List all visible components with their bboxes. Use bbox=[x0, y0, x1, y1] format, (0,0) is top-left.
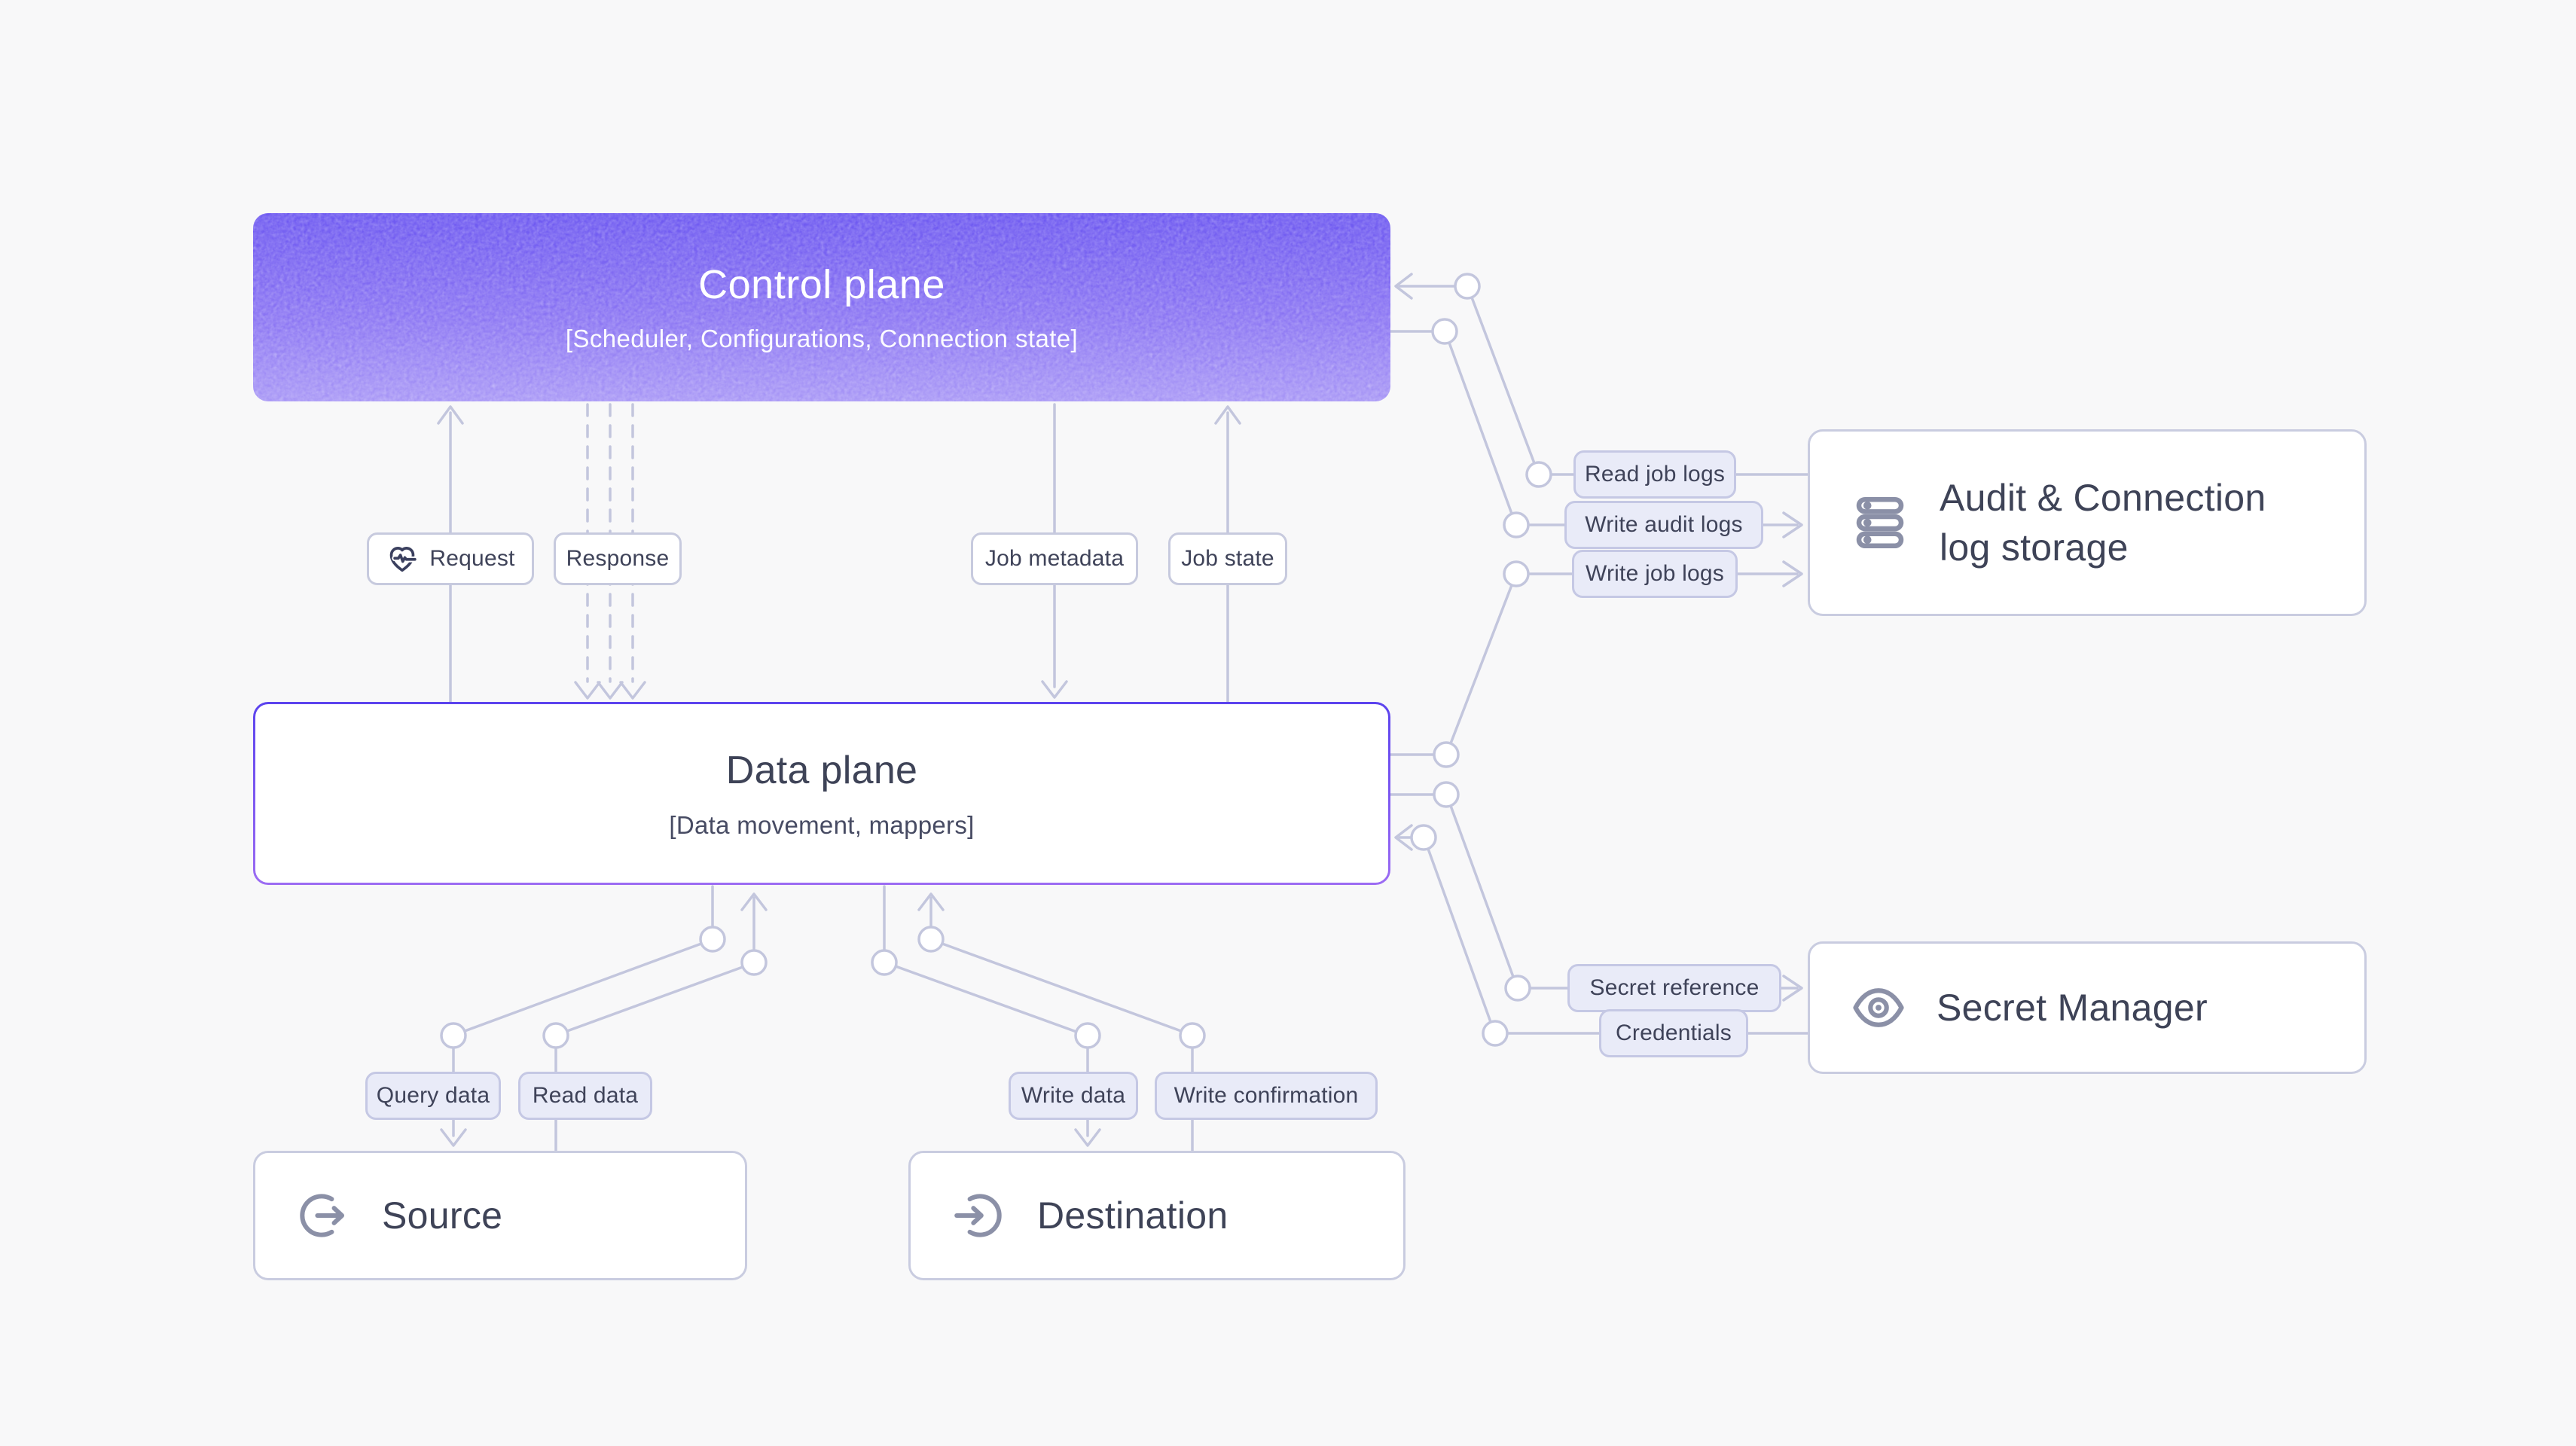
write-job-logs-pill: Write job logs bbox=[1572, 550, 1738, 598]
write-data-pill: Write data bbox=[1009, 1072, 1138, 1120]
data-plane-title: Data plane bbox=[725, 748, 918, 792]
arrow-in-circle-icon bbox=[950, 1187, 1007, 1244]
job-state-pill: Job state bbox=[1168, 532, 1287, 585]
write-job-logs-connector bbox=[1389, 560, 1803, 756]
source-box: Source bbox=[253, 1151, 747, 1280]
request-label: Request bbox=[429, 546, 515, 571]
secret-reference-label: Secret reference bbox=[1589, 975, 1760, 1000]
secret-manager-title: Secret Manager bbox=[1937, 987, 2208, 1029]
write-data-label: Write data bbox=[1021, 1083, 1126, 1108]
read-data-pill: Read data bbox=[518, 1072, 652, 1120]
data-plane-box: Data plane [Data movement, mappers] bbox=[253, 702, 1390, 885]
source-title: Source bbox=[382, 1194, 503, 1237]
audit-log-storage-title: Audit & Connection log storage bbox=[1940, 477, 2266, 569]
write-confirmation-connector bbox=[917, 892, 1194, 1154]
arrow-out-circle-icon bbox=[295, 1187, 352, 1244]
response-label: Response bbox=[566, 546, 670, 571]
query-data-label: Query data bbox=[376, 1083, 490, 1108]
server-stack-icon bbox=[1849, 492, 1911, 554]
noise-texture bbox=[253, 213, 1390, 401]
write-confirmation-label: Write confirmation bbox=[1174, 1083, 1359, 1108]
write-job-logs-label: Write job logs bbox=[1586, 561, 1724, 586]
secret-reference-connector bbox=[1389, 793, 1803, 1002]
destination-title: Destination bbox=[1037, 1194, 1228, 1237]
credentials-pill: Credentials bbox=[1599, 1009, 1748, 1057]
read-data-label: Read data bbox=[532, 1083, 639, 1108]
heart-pulse-icon bbox=[386, 542, 419, 575]
write-audit-logs-label: Write audit logs bbox=[1585, 512, 1743, 537]
destination-box: Destination bbox=[908, 1151, 1406, 1280]
request-pill: Request bbox=[367, 532, 534, 585]
junction-nodes bbox=[440, 273, 1552, 1049]
query-data-connector bbox=[440, 885, 714, 1147]
job-state-label: Job state bbox=[1181, 546, 1274, 571]
write-confirmation-pill: Write confirmation bbox=[1155, 1072, 1378, 1120]
credentials-label: Credentials bbox=[1616, 1020, 1732, 1045]
job-metadata-pill: Job metadata bbox=[971, 532, 1138, 585]
read-job-logs-pill: Read job logs bbox=[1573, 450, 1736, 499]
job-metadata-label: Job metadata bbox=[984, 546, 1125, 571]
control-plane-box: Control plane [Scheduler, Configurations… bbox=[253, 213, 1390, 401]
response-pill: Response bbox=[554, 532, 682, 585]
secret-manager-box: Secret Manager bbox=[1808, 941, 2367, 1074]
write-data-connector bbox=[883, 885, 1101, 1147]
secret-reference-pill: Secret reference bbox=[1567, 964, 1781, 1012]
read-job-logs-connector bbox=[1394, 273, 1809, 476]
audit-log-storage-box: Audit & Connection log storage bbox=[1808, 429, 2367, 616]
write-audit-logs-pill: Write audit logs bbox=[1564, 501, 1763, 549]
read-data-connector bbox=[554, 892, 768, 1154]
control-plane-title: Control plane bbox=[698, 262, 945, 307]
data-plane-subtitle: [Data movement, mappers] bbox=[669, 810, 975, 839]
credentials-connector bbox=[1394, 824, 1809, 1035]
write-audit-logs-connector bbox=[1389, 330, 1803, 538]
read-job-logs-label: Read job logs bbox=[1584, 462, 1726, 487]
query-data-pill: Query data bbox=[365, 1072, 501, 1120]
eye-icon bbox=[1849, 978, 1908, 1037]
control-plane-subtitle: [Scheduler, Configurations, Connection s… bbox=[565, 325, 1079, 352]
